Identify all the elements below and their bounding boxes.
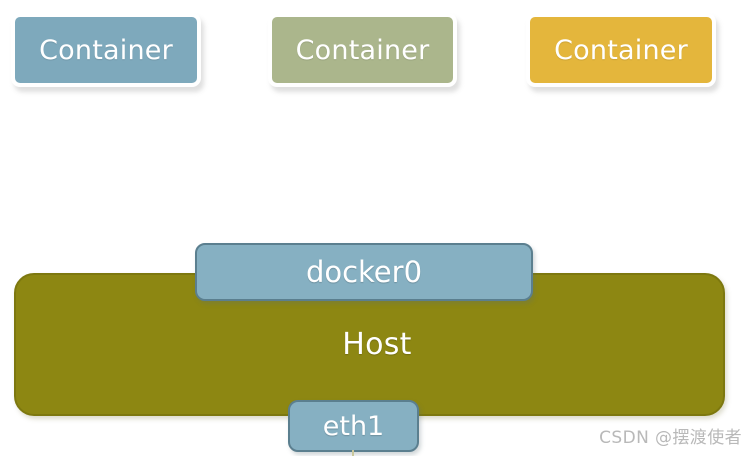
eth1-connector-line <box>352 450 354 456</box>
docker0-bridge-box: docker0 <box>195 243 533 301</box>
docker0-bridge-label: docker0 <box>305 254 423 289</box>
container-box-3: Container <box>526 13 716 87</box>
container-box-2-label: Container <box>295 34 430 66</box>
eth1-interface-box: eth1 <box>288 400 419 452</box>
container-box-3-label: Container <box>554 34 688 66</box>
eth1-interface-label: eth1 <box>322 410 385 442</box>
container-box-1: Container <box>11 13 201 87</box>
container-box-1-label: Container <box>39 34 173 66</box>
host-label: Host <box>342 327 412 362</box>
container-box-2: Container <box>268 13 457 87</box>
csdn-watermark: CSDN @摆渡使者 <box>599 428 742 448</box>
